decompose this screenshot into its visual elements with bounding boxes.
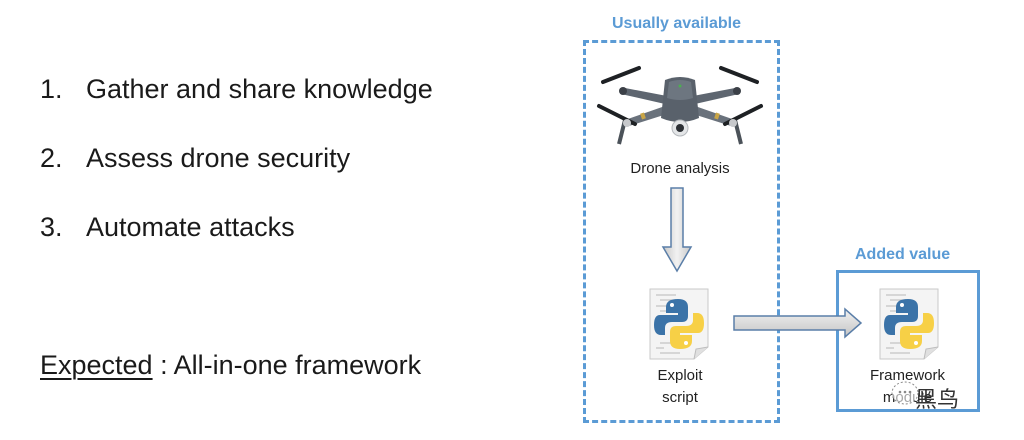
goal-number: 3.: [40, 212, 63, 242]
goal-item: 1. Gather and share knowledge: [40, 72, 433, 106]
exploit-script-label: Exploit script: [630, 365, 730, 409]
python-module-icon: [879, 288, 939, 360]
goal-item: 3. Automate attacks: [40, 210, 295, 244]
python-script-icon: [649, 288, 709, 360]
added-value-title: Added value: [855, 246, 951, 263]
usually-available-box: [583, 40, 780, 423]
watermark-text: 黑鸟: [915, 387, 960, 412]
goal-number: 2.: [40, 143, 63, 173]
expected-statement: Expected : All-in-one framework: [40, 348, 421, 382]
goal-text: Assess drone security: [86, 143, 351, 173]
goal-number: 1.: [40, 74, 63, 104]
goal-text: Automate attacks: [86, 212, 295, 242]
expected-separator: :: [152, 350, 174, 380]
drone-analysis-label: Drone analysis: [630, 160, 730, 177]
expected-label: Expected: [40, 350, 153, 380]
drone-icon: [597, 66, 763, 145]
chat-bubble-icon: [891, 381, 919, 405]
goal-text: Gather and share knowledge: [86, 74, 433, 104]
exploit-label-line1: Exploit: [657, 367, 703, 384]
added-value-box: [836, 270, 980, 412]
down-arrow-icon: [661, 187, 693, 273]
exploit-label-line2: script: [662, 389, 698, 406]
usually-available-title: Usually available: [612, 15, 741, 32]
right-arrow-icon: [733, 307, 863, 339]
goal-item: 2. Assess drone security: [40, 141, 350, 175]
module-label-line1: Framework: [869, 367, 945, 384]
expected-value: All-in-one framework: [173, 350, 422, 380]
